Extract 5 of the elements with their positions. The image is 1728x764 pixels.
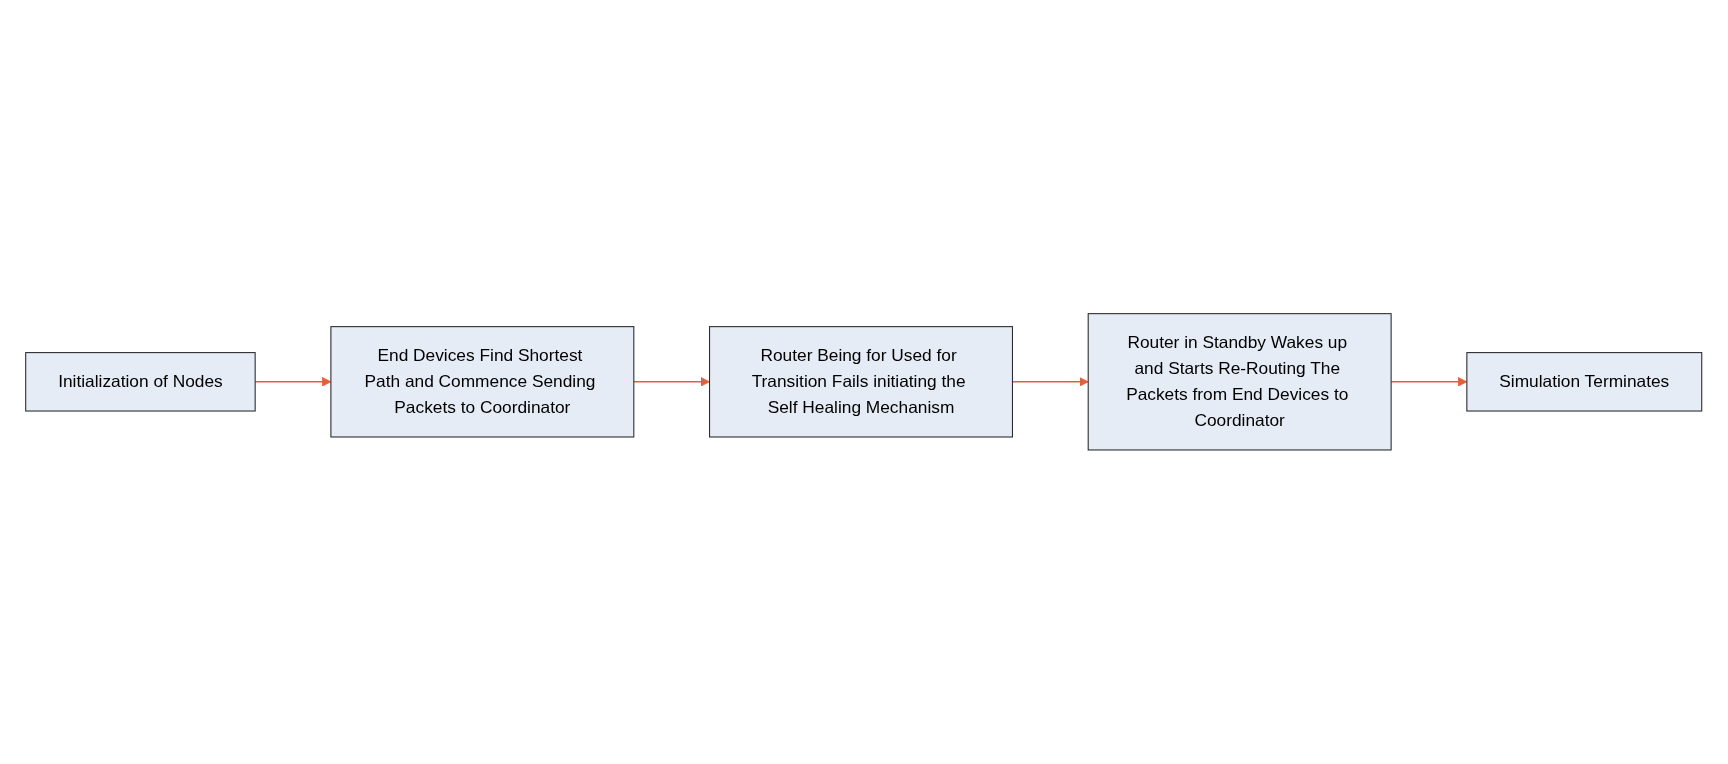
node-box: Initialization of Nodes: [25, 352, 256, 412]
node-box: Simulation Terminates: [1466, 352, 1703, 412]
node-box: Router Being for Used for Transition Fails initiating the Self Healing Mechanism: [709, 326, 1014, 438]
node-box: Router in Standby Wakes up and Starts Re-Routing The Packets from End Devices to Coordinator: [1087, 313, 1392, 451]
node-box: End Devices Find Shortest Path and Commence Sending Packets to Coordinator: [330, 326, 635, 438]
